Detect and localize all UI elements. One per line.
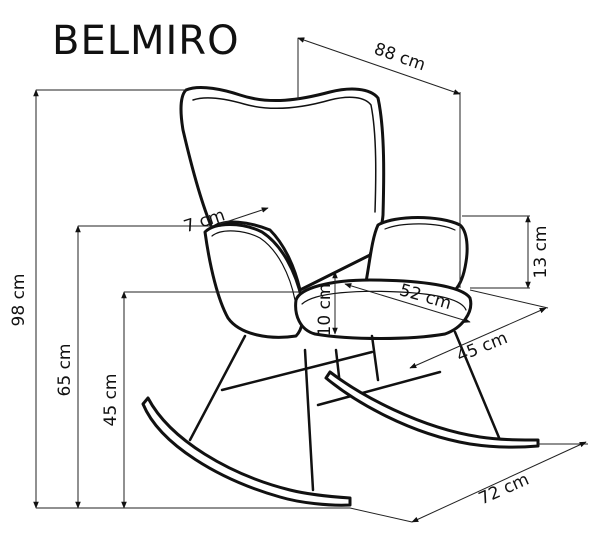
dim-seat-depth-ref (469, 289, 549, 309)
label-seat-height: 45 cm (101, 374, 121, 427)
label-width: 88 cm (371, 39, 428, 75)
chair-left-arm-seam (211, 230, 296, 301)
chair-left-rocker (141, 396, 352, 507)
chair-right-arm-seam (384, 223, 456, 231)
dim-depth-ref-left (349, 507, 413, 523)
product-title: BELMIRO (52, 18, 240, 64)
dim-arm-width-line (213, 207, 269, 227)
chair-right-rocker (324, 370, 540, 449)
dim-width-line (297, 37, 461, 95)
dim-depth-line (411, 441, 587, 523)
label-total-height: 98 cm (9, 274, 29, 327)
chair-back-seam (192, 96, 377, 213)
dimension-lines (33, 37, 588, 523)
chair-right-arm (364, 216, 469, 292)
label-armrest: 13 cm (531, 226, 551, 279)
label-seat-depth: 45 cm (454, 328, 511, 366)
dim-seat-depth-line (409, 307, 547, 369)
label-arm-height: 65 cm (55, 344, 75, 397)
label-seat-thickness: 10 cm (315, 284, 335, 337)
label-depth: 72 cm (476, 470, 533, 510)
chair-drawing (141, 86, 540, 507)
chair-legs (188, 330, 502, 492)
